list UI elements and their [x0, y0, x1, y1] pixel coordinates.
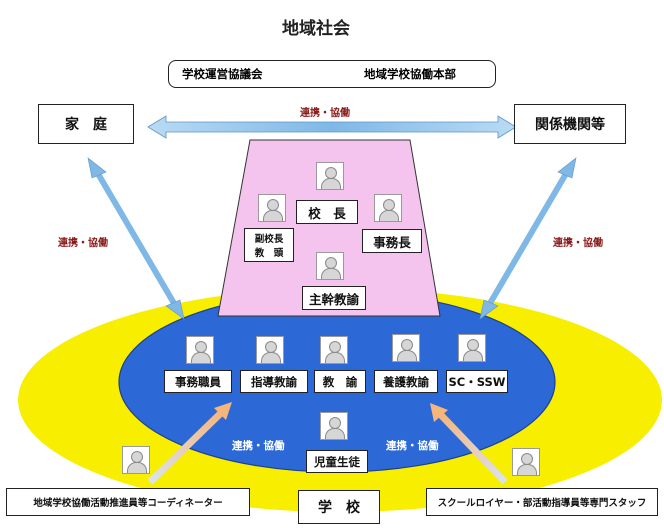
- link-label-left: 連携・協働: [58, 238, 108, 249]
- inner-link-label-right: 連携・協働: [386, 440, 439, 452]
- person-icon: [512, 448, 540, 476]
- principal-box: 校 長: [296, 200, 358, 224]
- link-label-right: 連携・協働: [553, 238, 603, 249]
- link-label-top: 連携・協働: [300, 108, 350, 119]
- home-school-arrow: [87, 157, 185, 320]
- person-icon: [392, 334, 420, 362]
- vice-principal-box: 副校長 教 頭: [244, 228, 294, 262]
- inner-link-label-left: 連携・協働: [232, 440, 285, 452]
- vice-principal-line1: 副校長: [254, 234, 284, 245]
- coordinator-box: 地域学校協働活動推進員等コーディネーター: [6, 488, 250, 516]
- agencies-box: 関係機関等: [514, 104, 626, 144]
- school-label-box: 学 校: [298, 490, 380, 524]
- person-icon: [458, 334, 486, 362]
- person-icon: [320, 412, 348, 440]
- council-box: [168, 60, 496, 88]
- person-icon: [256, 336, 284, 364]
- person-icon: [316, 252, 344, 280]
- person-icon: [320, 336, 348, 364]
- specialist-box: スクールロイヤー・部活動指導員等専門スタッフ: [426, 488, 658, 516]
- sc-ssw-box: SC・SSW: [446, 370, 508, 393]
- nurse-teacher-box: 養護教諭: [374, 370, 438, 393]
- person-icon: [122, 446, 150, 474]
- page-title: 地域社会: [282, 19, 350, 39]
- person-icon: [186, 336, 214, 364]
- vice-principal-line2: 教 頭: [254, 248, 284, 259]
- agency-school-arrow: [479, 157, 577, 320]
- home-box: 家 庭: [38, 104, 134, 144]
- specialist-arrow: [430, 403, 508, 485]
- chief-teacher-box: 主幹教諭: [302, 286, 366, 310]
- coordinator-arrow: [147, 402, 232, 485]
- teacher-box: 教 諭: [314, 370, 366, 393]
- office-manager-box: 事務長: [362, 229, 422, 253]
- person-icon: [316, 162, 344, 190]
- person-icon: [258, 194, 286, 222]
- students-box: 児童生徒: [306, 450, 368, 473]
- office-staff-box: 事務職員: [164, 370, 232, 393]
- person-icon: [374, 194, 402, 222]
- collab-hq-label: 地域学校協働本部: [364, 67, 456, 81]
- management-trapezoid: [217, 139, 441, 317]
- council-label: 学校運営協議会: [182, 67, 263, 81]
- home-agency-arrow: [147, 115, 517, 139]
- guidance-teacher-box: 指導教諭: [240, 370, 308, 393]
